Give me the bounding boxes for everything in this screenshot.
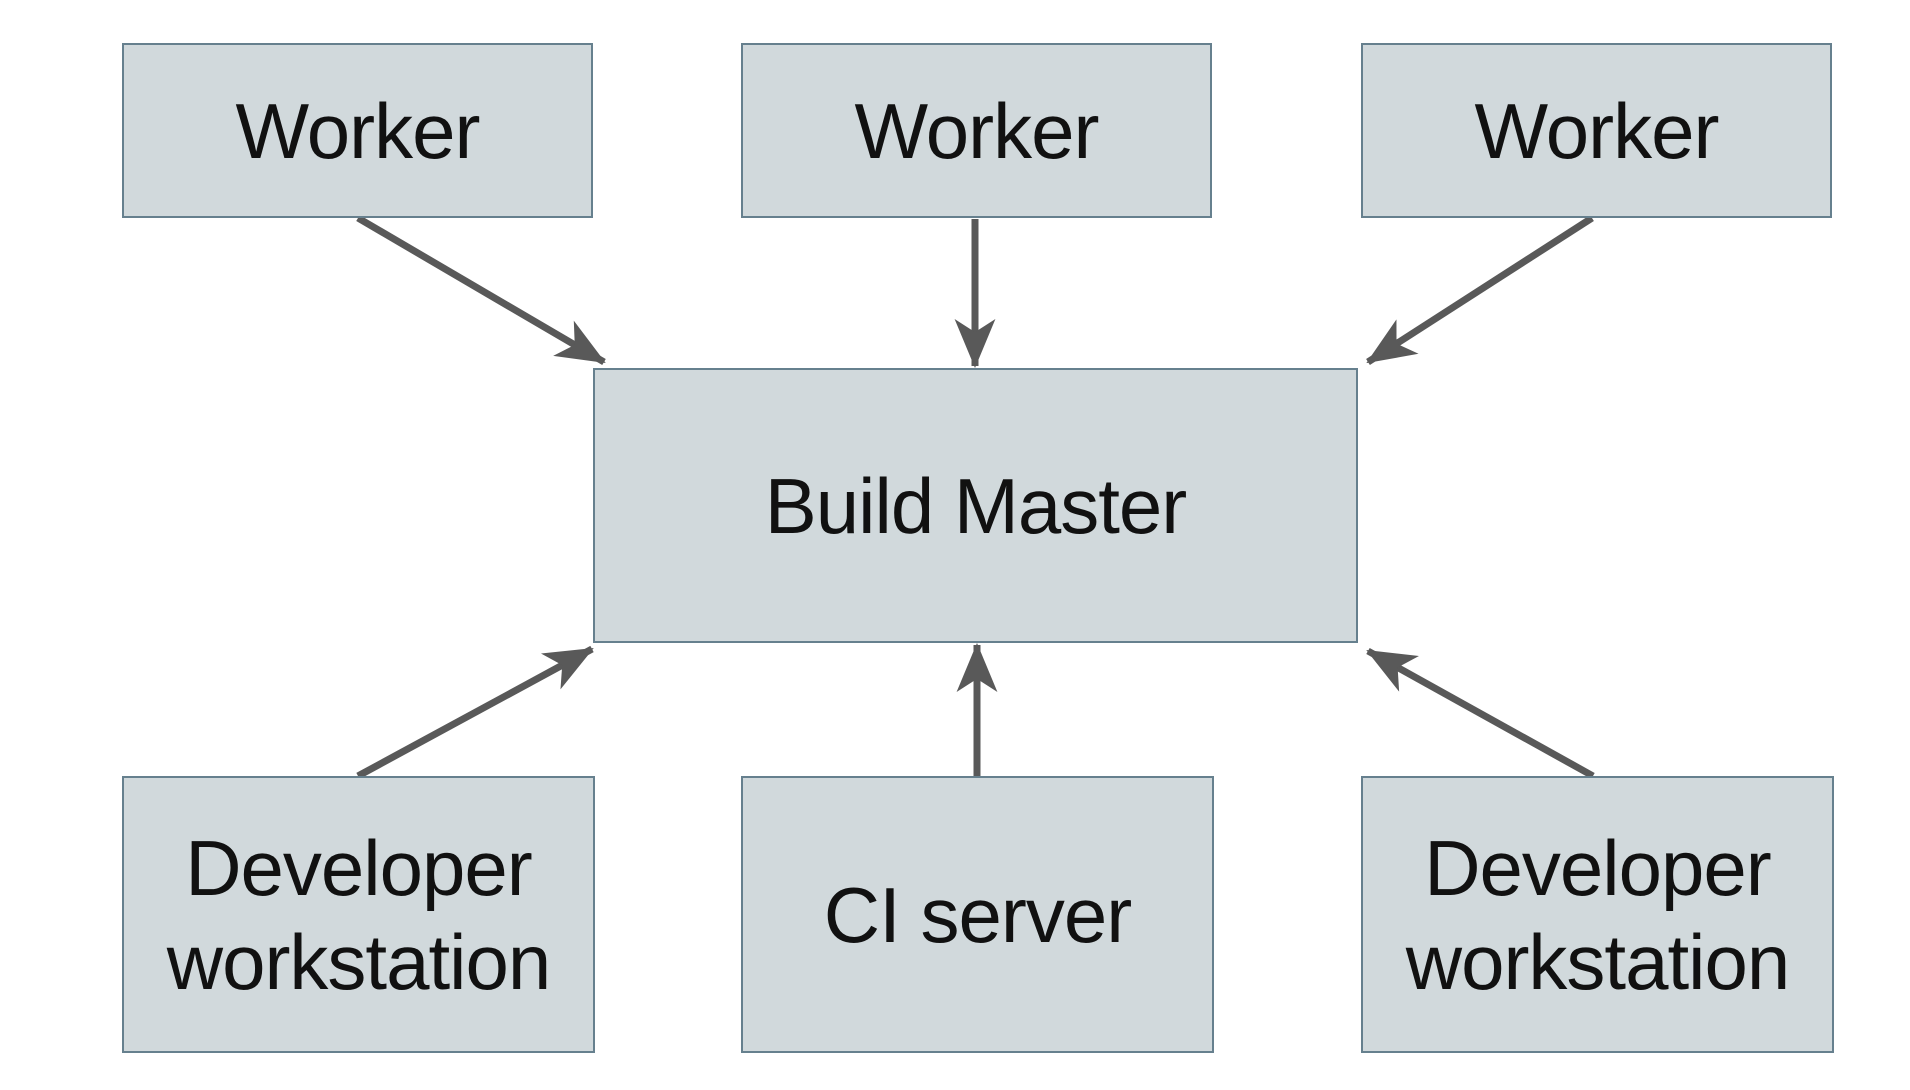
node-build-master: Build Master	[593, 368, 1358, 643]
node-ci-server: CI server	[741, 776, 1214, 1053]
node-developer-workstation-1: Developer workstation	[122, 776, 595, 1053]
node-worker-2: Worker	[741, 43, 1212, 218]
node-worker-1-label: Worker	[235, 86, 481, 175]
node-developer-workstation-2: Developer workstation	[1361, 776, 1834, 1053]
arrow-worker-3-to-build-master	[1366, 215, 1594, 365]
node-worker-2-label: Worker	[854, 86, 1100, 175]
node-developer-workstation-1-label: Developer workstation	[166, 823, 552, 1006]
node-developer-workstation-2-label: Developer workstation	[1405, 823, 1791, 1006]
node-worker-3-label: Worker	[1474, 86, 1720, 175]
arrow-developer-workstation-2-to-build-master	[1366, 647, 1595, 780]
arrow-worker-1-to-build-master	[356, 214, 606, 366]
node-ci-server-label: CI server	[823, 870, 1132, 959]
node-worker-3: Worker	[1361, 43, 1832, 218]
node-worker-1: Worker	[122, 43, 593, 218]
arrow-developer-workstation-1-to-build-master	[356, 645, 594, 780]
node-build-master-label: Build Master	[764, 461, 1187, 550]
